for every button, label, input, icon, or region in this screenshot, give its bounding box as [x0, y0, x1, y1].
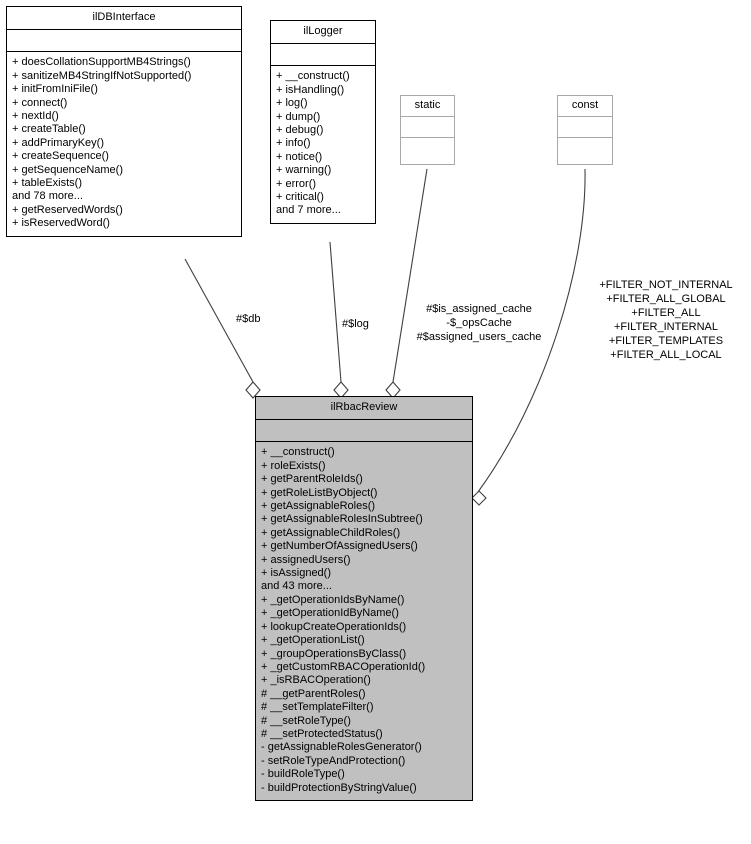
operation-row: + addPrimaryKey(): [12, 136, 105, 149]
operation-row: - getAssignableRolesGenerator(): [261, 741, 422, 754]
operation-row: + warning(): [276, 164, 332, 177]
edge-line-log: [329, 241, 342, 383]
operation-row: + critical(): [276, 191, 324, 204]
operation-row: + getParentRoleIds(): [261, 473, 363, 486]
operation-row: + lookupCreateOperationIds(): [261, 620, 407, 633]
operation-row: + debug(): [276, 124, 324, 137]
class-attributes-const: [558, 117, 612, 139]
operation-row: + notice(): [276, 150, 323, 163]
operation-row: # __setProtectedStatus(): [261, 727, 383, 740]
operation-row: + __construct(): [276, 70, 350, 83]
class-box-static[interactable]: static: [400, 95, 455, 166]
operation-row: + tableExists(): [12, 177, 82, 190]
edge-label-const: +FILTER_NOT_INTERNAL +FILTER_ALL_GLOBAL …: [588, 278, 744, 362]
edge-label-const-line4: +FILTER_INTERNAL: [613, 321, 719, 333]
operation-row: + connect(): [12, 96, 68, 109]
operation-row: - setRoleTypeAndProtection(): [261, 754, 406, 767]
class-box-ildbinterface[interactable]: ilDBInterface + doesCollationSupportMB4S…: [6, 6, 242, 237]
operation-row: + dump(): [276, 110, 321, 123]
edge-label-static-line3: #$assigned_users_cache: [416, 331, 542, 343]
operation-row: + isAssigned(): [261, 567, 332, 580]
operation-row: + info(): [276, 137, 311, 150]
edge-label-static: #$is_assigned_cache -$_opsCache #$assign…: [404, 302, 554, 344]
operation-row: + createTable(): [12, 123, 86, 136]
operation-row: + _getOperationIdByName(): [261, 607, 399, 620]
operation-row: + log(): [276, 97, 308, 110]
class-title-static: static: [401, 96, 454, 118]
operation-row: + initFromIniFile(): [12, 83, 98, 96]
operation-row: # __setRoleType(): [261, 714, 351, 727]
operation-row: + roleExists(): [261, 459, 326, 472]
class-title-const: const: [558, 96, 612, 118]
operation-row: # __setTemplateFilter(): [261, 701, 374, 714]
operation-row: + _isRBACOperation(): [261, 674, 371, 687]
class-operations-ildbinterface: + doesCollationSupportMB4Strings() + san…: [7, 52, 241, 235]
operation-row-more: and 7 more...: [276, 204, 341, 217]
operation-row: + _getOperationList(): [261, 634, 365, 647]
operation-row: - buildProtectionByStringValue(): [261, 781, 417, 794]
class-box-ilrbacreview[interactable]: ilRbacReview + __construct() + roleExist…: [255, 396, 473, 801]
operation-row: + getNumberOfAssignedUsers(): [261, 540, 418, 553]
class-box-const[interactable]: const: [557, 95, 613, 166]
class-title-illogger: ilLogger: [271, 21, 375, 45]
class-attributes-illogger: [271, 44, 375, 67]
class-operations-ilrbacreview: + __construct() + roleExists() + getPare…: [256, 442, 472, 800]
operation-row: + _getOperationIdsByName(): [261, 593, 405, 606]
operation-row: + getAssignableRolesInSubtree(): [261, 513, 423, 526]
operation-row: + assignedUsers(): [261, 553, 351, 566]
operation-row: - buildRoleType(): [261, 768, 345, 781]
edge-label-const-line5: +FILTER_TEMPLATES: [608, 335, 724, 347]
operation-row: + getAssignableRoles(): [261, 500, 376, 513]
operation-row: + error(): [276, 177, 317, 190]
operation-row: + createSequence(): [12, 150, 109, 163]
edge-label-const-line6: +FILTER_ALL_LOCAL: [610, 349, 722, 361]
operation-row: + _getCustomRBACOperationId(): [261, 660, 426, 673]
edge-line-static: [392, 168, 428, 383]
class-box-illogger[interactable]: ilLogger + __construct() + isHandling() …: [270, 20, 376, 224]
operation-row: + isReservedWord(): [12, 217, 110, 230]
class-operations-static: [401, 138, 454, 164]
operation-row: + nextId(): [12, 110, 59, 123]
operation-row: + sanitizeMB4StringIfNotSupported(): [12, 69, 192, 82]
edge-label-static-line1: #$is_assigned_cache: [426, 303, 532, 315]
edge-label-db: #$db: [236, 313, 261, 325]
class-title-ilrbacreview: ilRbacReview: [256, 397, 472, 421]
operation-row: + getSequenceName(): [12, 163, 123, 176]
operation-row: + __construct(): [261, 446, 335, 459]
class-title-ildbinterface: ilDBInterface: [7, 7, 241, 31]
operation-row-more: and 78 more...: [12, 190, 83, 203]
operation-row: + getAssignableChildRoles(): [261, 526, 401, 539]
edge-label-const-line1: +FILTER_NOT_INTERNAL: [599, 279, 733, 291]
operation-row: + getRoleListByObject(): [261, 486, 378, 499]
aggregation-diamond-const: [471, 490, 487, 506]
operation-row: # __getParentRoles(): [261, 687, 366, 700]
class-attributes-ildbinterface: [7, 30, 241, 53]
class-attributes-ilrbacreview: [256, 420, 472, 443]
operation-row: + _groupOperationsByClass(): [261, 647, 407, 660]
class-operations-illogger: + __construct() + isHandling() + log() +…: [271, 66, 375, 222]
edge-label-const-line2: +FILTER_ALL_GLOBAL: [606, 293, 726, 305]
operation-row: + isHandling(): [276, 83, 345, 96]
edge-label-static-line2: -$_opsCache: [446, 317, 512, 329]
operation-row-more: and 43 more...: [261, 580, 332, 593]
edge-label-const-line3: +FILTER_ALL: [631, 307, 701, 319]
edge-label-log: #$log: [342, 318, 369, 330]
class-attributes-static: [401, 117, 454, 139]
operation-row: + doesCollationSupportMB4Strings(): [12, 56, 191, 69]
class-operations-const: [558, 138, 612, 164]
operation-row: + getReservedWords(): [12, 203, 123, 216]
